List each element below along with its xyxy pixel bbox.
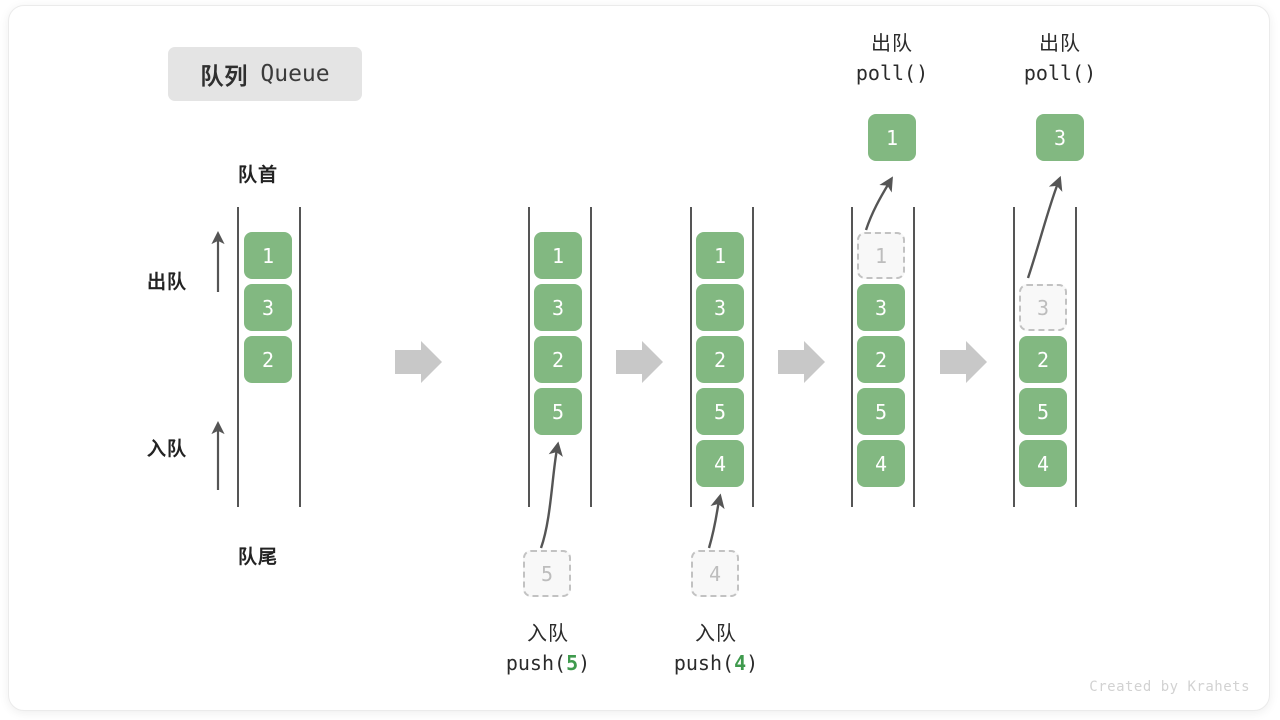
- title-chinese: 队列: [200, 63, 249, 89]
- title-english: Queue: [260, 61, 330, 87]
- poll-1-code-label: poll(): [792, 59, 992, 88]
- poll-3-cn-label: 出队: [1039, 33, 1081, 55]
- queue-front-label: 队首: [238, 165, 279, 186]
- queue-cell: 1: [244, 232, 292, 279]
- rail-right-col4: [913, 207, 915, 507]
- queue-cell: 3: [857, 284, 905, 331]
- queue-cell: 3: [244, 284, 292, 331]
- queue-cell: 5: [1019, 388, 1067, 435]
- queue-cell: 5: [857, 388, 905, 435]
- queue-cell: 2: [1019, 336, 1067, 383]
- queue-cell: 2: [244, 336, 292, 383]
- operation-caption-poll-1: 出队 poll(): [792, 30, 992, 88]
- queue-cell: 4: [696, 440, 744, 487]
- queue-cell: 3: [696, 284, 744, 331]
- rail-left-col2: [528, 207, 530, 507]
- diagram-title-badge: 队列 Queue: [168, 47, 362, 101]
- poll-1-cn-label: 出队: [871, 33, 913, 55]
- queue-cell-ghost: 3: [1019, 284, 1067, 331]
- operation-caption-push-4: 入队 push(4): [616, 620, 816, 678]
- poll-1-code-prefix: poll(: [855, 61, 917, 85]
- push-4-code-label: push(4): [616, 649, 816, 678]
- push-5-code-prefix: push(: [505, 651, 567, 675]
- popped-cell: 3: [1036, 114, 1084, 161]
- push-5-code-arg: 5: [566, 651, 579, 675]
- queue-cell: 5: [696, 388, 744, 435]
- queue-cell: 2: [696, 336, 744, 383]
- queue-cell: 4: [857, 440, 905, 487]
- push-5-code-suffix: ): [578, 651, 591, 675]
- rail-right-col5: [1075, 207, 1077, 507]
- push-4-code-prefix: push(: [673, 651, 735, 675]
- queue-cell: 3: [534, 284, 582, 331]
- poll-3-code-suffix: ): [1084, 61, 1097, 85]
- rail-right-col3: [752, 207, 754, 507]
- poll-3-code-label: poll(): [960, 59, 1160, 88]
- incoming-ghost-cell: 4: [691, 550, 739, 597]
- queue-cell: 2: [534, 336, 582, 383]
- diagram-card: [8, 5, 1270, 711]
- queue-rear-label: 队尾: [238, 547, 279, 568]
- incoming-ghost-cell: 5: [523, 550, 571, 597]
- dequeue-direction-label: 出队: [147, 272, 188, 293]
- rail-left-col1: [237, 207, 239, 507]
- operation-caption-poll-3: 出队 poll(): [960, 30, 1160, 88]
- rail-left-col5: [1013, 207, 1015, 507]
- poll-3-code-prefix: poll(: [1023, 61, 1085, 85]
- rail-right-col1: [299, 207, 301, 507]
- rail-right-col2: [590, 207, 592, 507]
- operation-caption-push-5: 入队 push(5): [448, 620, 648, 678]
- push-5-cn-label: 入队: [527, 623, 569, 645]
- push-5-code-label: push(5): [448, 649, 648, 678]
- push-4-cn-label: 入队: [695, 623, 737, 645]
- queue-cell: 1: [696, 232, 744, 279]
- push-4-code-arg: 4: [734, 651, 747, 675]
- poll-1-code-suffix: ): [916, 61, 929, 85]
- push-4-code-suffix: ): [746, 651, 759, 675]
- popped-cell: 1: [868, 114, 916, 161]
- queue-cell-ghost: 1: [857, 232, 905, 279]
- queue-cell: 1: [534, 232, 582, 279]
- watermark-credit: Created by Krahets: [1089, 679, 1250, 695]
- rail-left-col3: [690, 207, 692, 507]
- enqueue-direction-label: 入队: [147, 439, 188, 460]
- queue-cell: 4: [1019, 440, 1067, 487]
- queue-cell: 2: [857, 336, 905, 383]
- rail-left-col4: [851, 207, 853, 507]
- queue-cell: 5: [534, 388, 582, 435]
